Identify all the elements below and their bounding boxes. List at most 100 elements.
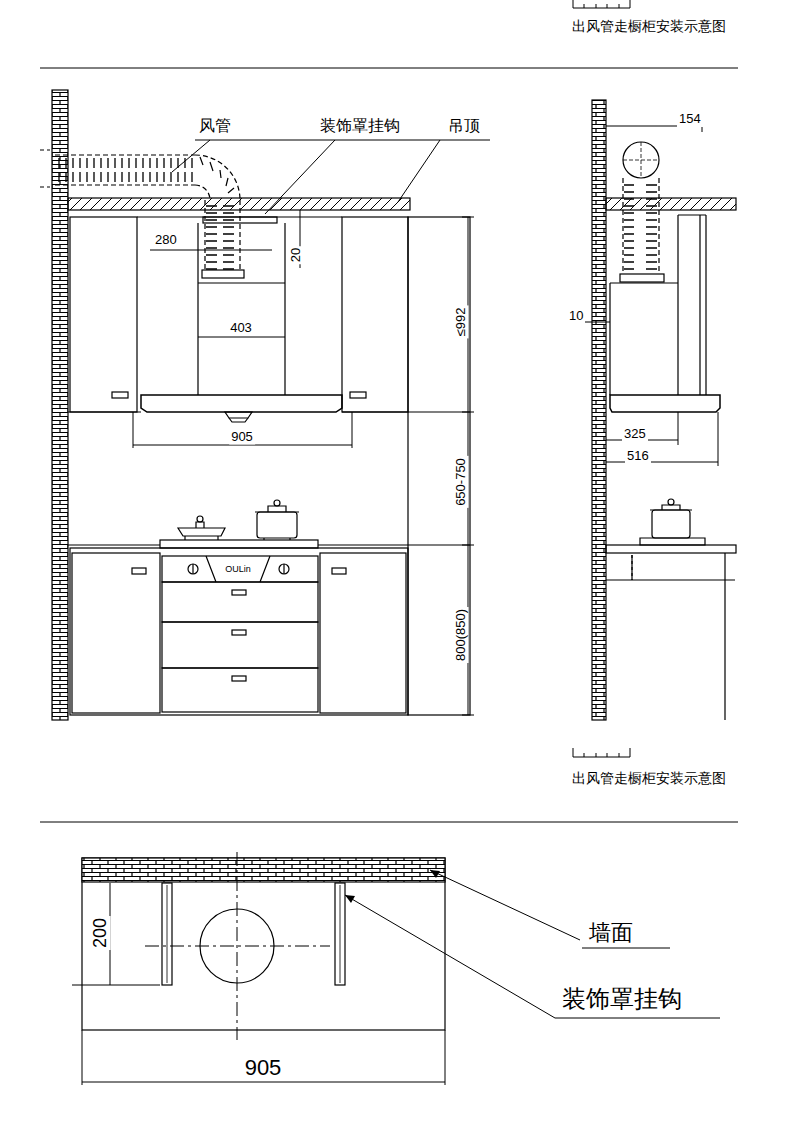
front-view-part (342, 217, 408, 412)
part-name: 装饰罩挂钩 (560, 986, 684, 1014)
front-view-part (203, 217, 277, 223)
front-view-part (40, 186, 50, 187)
front-view (40, 90, 490, 720)
front-view-part (274, 500, 280, 506)
front-view-part (150, 250, 272, 251)
plan-view-part (82, 858, 445, 1030)
scale-bar-part (573, 748, 630, 757)
front-view-part (195, 140, 490, 141)
side-view-part (668, 499, 674, 505)
front-view-part (196, 522, 204, 528)
front-view-part (202, 270, 244, 278)
front-view-part (172, 140, 210, 172)
plan-view-part (145, 852, 330, 1040)
side-view-part (623, 178, 659, 272)
front-view-part (162, 622, 318, 668)
part-name: 墙面 (587, 920, 635, 945)
front-view-part (68, 544, 160, 545)
side-view-part (652, 510, 690, 538)
side-view-part (620, 274, 664, 282)
front-view-part (229, 418, 248, 422)
scale-bar (573, 0, 630, 757)
front-view-part (318, 544, 408, 545)
dimension: 403 (228, 321, 254, 336)
plan-view-part (345, 895, 355, 903)
figure-caption: 出风管走橱柜安装示意图 (570, 770, 728, 786)
front-view-part (264, 538, 290, 540)
front-view-part (279, 564, 289, 574)
side-view-part (592, 100, 606, 720)
plan-view-part (82, 858, 445, 882)
front-view-part (232, 630, 246, 635)
plan-view-part (430, 870, 440, 878)
dimension: 516 (625, 449, 651, 464)
front-view-part (197, 516, 203, 522)
side-view-part (623, 142, 659, 178)
front-view-part (408, 411, 470, 412)
dimension: 325 (622, 427, 648, 442)
front-view-part (188, 564, 198, 574)
front-view-part (332, 568, 346, 574)
side-view-part (624, 180, 658, 272)
front-view-part (198, 337, 285, 338)
front-view-part (206, 200, 240, 270)
dimension: 10 (567, 309, 585, 324)
side-view-part (610, 215, 706, 395)
part-name: 装饰罩挂钩 (318, 117, 402, 135)
front-view-part (70, 548, 408, 715)
front-view-part (206, 556, 270, 582)
plan-view-part (582, 948, 670, 949)
dimension: 650-750 (454, 456, 469, 508)
dimension: 280 (153, 233, 179, 248)
front-view-part (160, 540, 318, 548)
front-view-part (257, 512, 297, 538)
front-view-part (232, 676, 246, 681)
brand-logo: OULin (223, 564, 253, 574)
front-view-part (255, 506, 299, 512)
side-view-part (631, 555, 632, 580)
plan-view-part (430, 870, 580, 940)
dimension: 200 (90, 916, 111, 950)
side-view-part (606, 553, 735, 720)
front-view-part (205, 200, 240, 270)
front-view-part (70, 217, 137, 412)
front-view-part (408, 544, 470, 545)
front-view-part (178, 528, 225, 536)
front-view-part (162, 668, 318, 712)
side-view-part (610, 395, 720, 412)
front-view-part (200, 157, 234, 193)
scale-bar-part (573, 0, 630, 8)
front-view-part (141, 395, 342, 412)
front-view-part (40, 149, 50, 150)
side-view-part (623, 142, 659, 178)
part-name: 吊顶 (446, 117, 482, 135)
front-view-part (283, 564, 284, 574)
side-view-part (606, 412, 718, 466)
separator-line (40, 68, 738, 822)
front-view-part (162, 556, 318, 582)
side-view-part (606, 545, 736, 553)
front-view-part (68, 411, 141, 412)
front-view-part (185, 536, 218, 540)
side-view-part (650, 505, 692, 510)
plan-view-part (345, 895, 720, 1018)
side-view-part (606, 198, 736, 210)
front-view-part (132, 568, 146, 574)
separator-line-part (40, 822, 738, 823)
front-view-part (72, 553, 160, 713)
front-view-part (398, 140, 440, 202)
dimension: 905 (243, 1055, 284, 1080)
front-view-part (55, 155, 193, 185)
front-view-part (320, 553, 406, 713)
front-view-part (112, 392, 128, 398)
front-view-part (350, 392, 366, 398)
front-view-part (195, 155, 240, 200)
part-name: 风管 (197, 117, 233, 135)
front-view-part (192, 564, 193, 574)
plan-view-part (72, 883, 160, 985)
front-view-part (408, 217, 470, 715)
dimension: 800(850) (454, 607, 469, 663)
front-view-part (265, 140, 335, 214)
dimension: 154 (677, 112, 703, 127)
front-view-part (133, 412, 352, 448)
